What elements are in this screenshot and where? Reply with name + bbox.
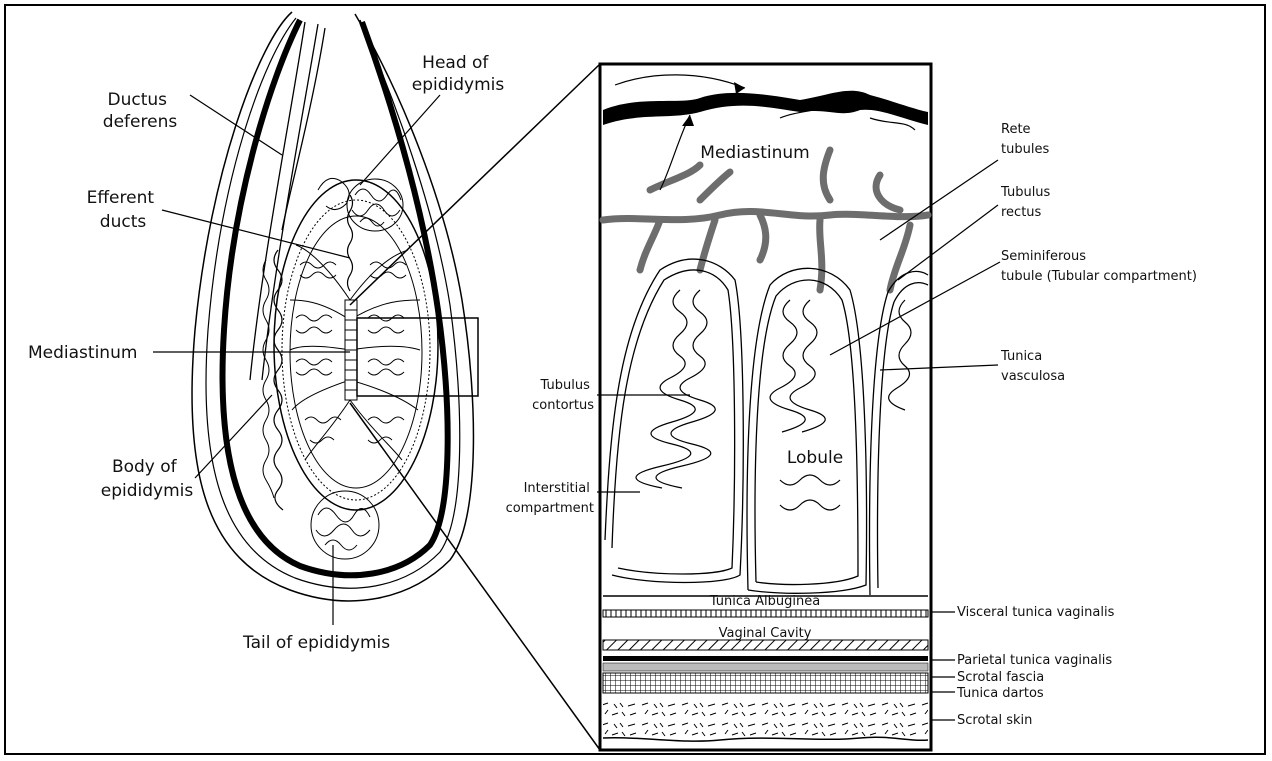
head-of-epididymis-line1: Head of [422, 53, 489, 73]
ductus-deferens-label: Ductus deferens [103, 90, 178, 132]
tubulus-contortus-label: Tubulus contortus [532, 378, 594, 413]
efferent-ducts-label: Efferent ducts [87, 188, 160, 232]
head-of-epididymis-line2: epididymis [412, 75, 505, 95]
head-of-epididymis-label: Head of epididymis [412, 53, 505, 95]
interstitial-compartment-label: Interstitial compartment [506, 481, 594, 516]
tunica-vasculosa-line2: vasculosa [1001, 369, 1065, 384]
interstitial-compartment-line2: compartment [506, 501, 594, 516]
tunica-dartos-label: Tunica dartos [956, 686, 1044, 701]
vaginal-cavity-label: Vaginal Cavity [719, 626, 812, 641]
rete-tubules-label: Rete tubules [1001, 122, 1049, 157]
efferent-ducts-line2: ducts [100, 212, 147, 232]
rete-tubules-line1: Rete [1001, 122, 1031, 137]
ductus-deferens-line1: Ductus [108, 90, 168, 110]
body-of-epididymis-line1: Body of [112, 457, 178, 477]
body-of-epididymis-label: Body of epididymis [101, 457, 194, 501]
scrotal-skin-label: Scrotal skin [957, 713, 1032, 728]
enlarged-section [600, 64, 931, 750]
scrotal-fascia-label: Scrotal fascia [957, 670, 1044, 685]
seminiferous-tubule-label: Seminiferous tubule (Tubular compartment… [1001, 249, 1197, 284]
lobule-label: Lobule [787, 448, 843, 468]
tunica-albuginea-label: Tunica Albuginea [709, 594, 820, 609]
tubulus-contortus-line2: contortus [532, 398, 594, 413]
tubulus-rectus-label: Tubulus rectus [1000, 185, 1054, 220]
tubulus-rectus-line2: rectus [1001, 205, 1042, 220]
seminiferous-tubule-line1: Seminiferous [1001, 249, 1086, 264]
mediastinum-right-label: Mediastinum [700, 143, 809, 163]
body-of-epididymis-line2: epididymis [101, 481, 194, 501]
seminiferous-tubule-line2: tubule (Tubular compartment) [1001, 269, 1197, 284]
tunica-vasculosa-label: Tunica vasculosa [1000, 349, 1065, 384]
efferent-ducts-line1: Efferent [87, 188, 155, 208]
visceral-tunica-vaginalis-label: Visceral tunica vaginalis [957, 605, 1115, 620]
tubulus-contortus-line1: Tubulus [540, 378, 591, 393]
left-leader-lines [153, 95, 440, 625]
tunica-vasculosa-line1: Tunica [1000, 349, 1042, 364]
parietal-tunica-vaginalis-label: Parietal tunica vaginalis [957, 653, 1112, 668]
testis-overview [192, 12, 474, 601]
ductus-deferens-line2: deferens [103, 112, 178, 132]
mediastinum-left-label: Mediastinum [28, 343, 137, 363]
tubulus-rectus-line1: Tubulus [1000, 185, 1051, 200]
interstitial-compartment-line1: Interstitial [524, 481, 590, 496]
rete-tubules-line2: tubules [1001, 142, 1049, 157]
tail-of-epididymis-label: Tail of epididymis [242, 633, 390, 653]
